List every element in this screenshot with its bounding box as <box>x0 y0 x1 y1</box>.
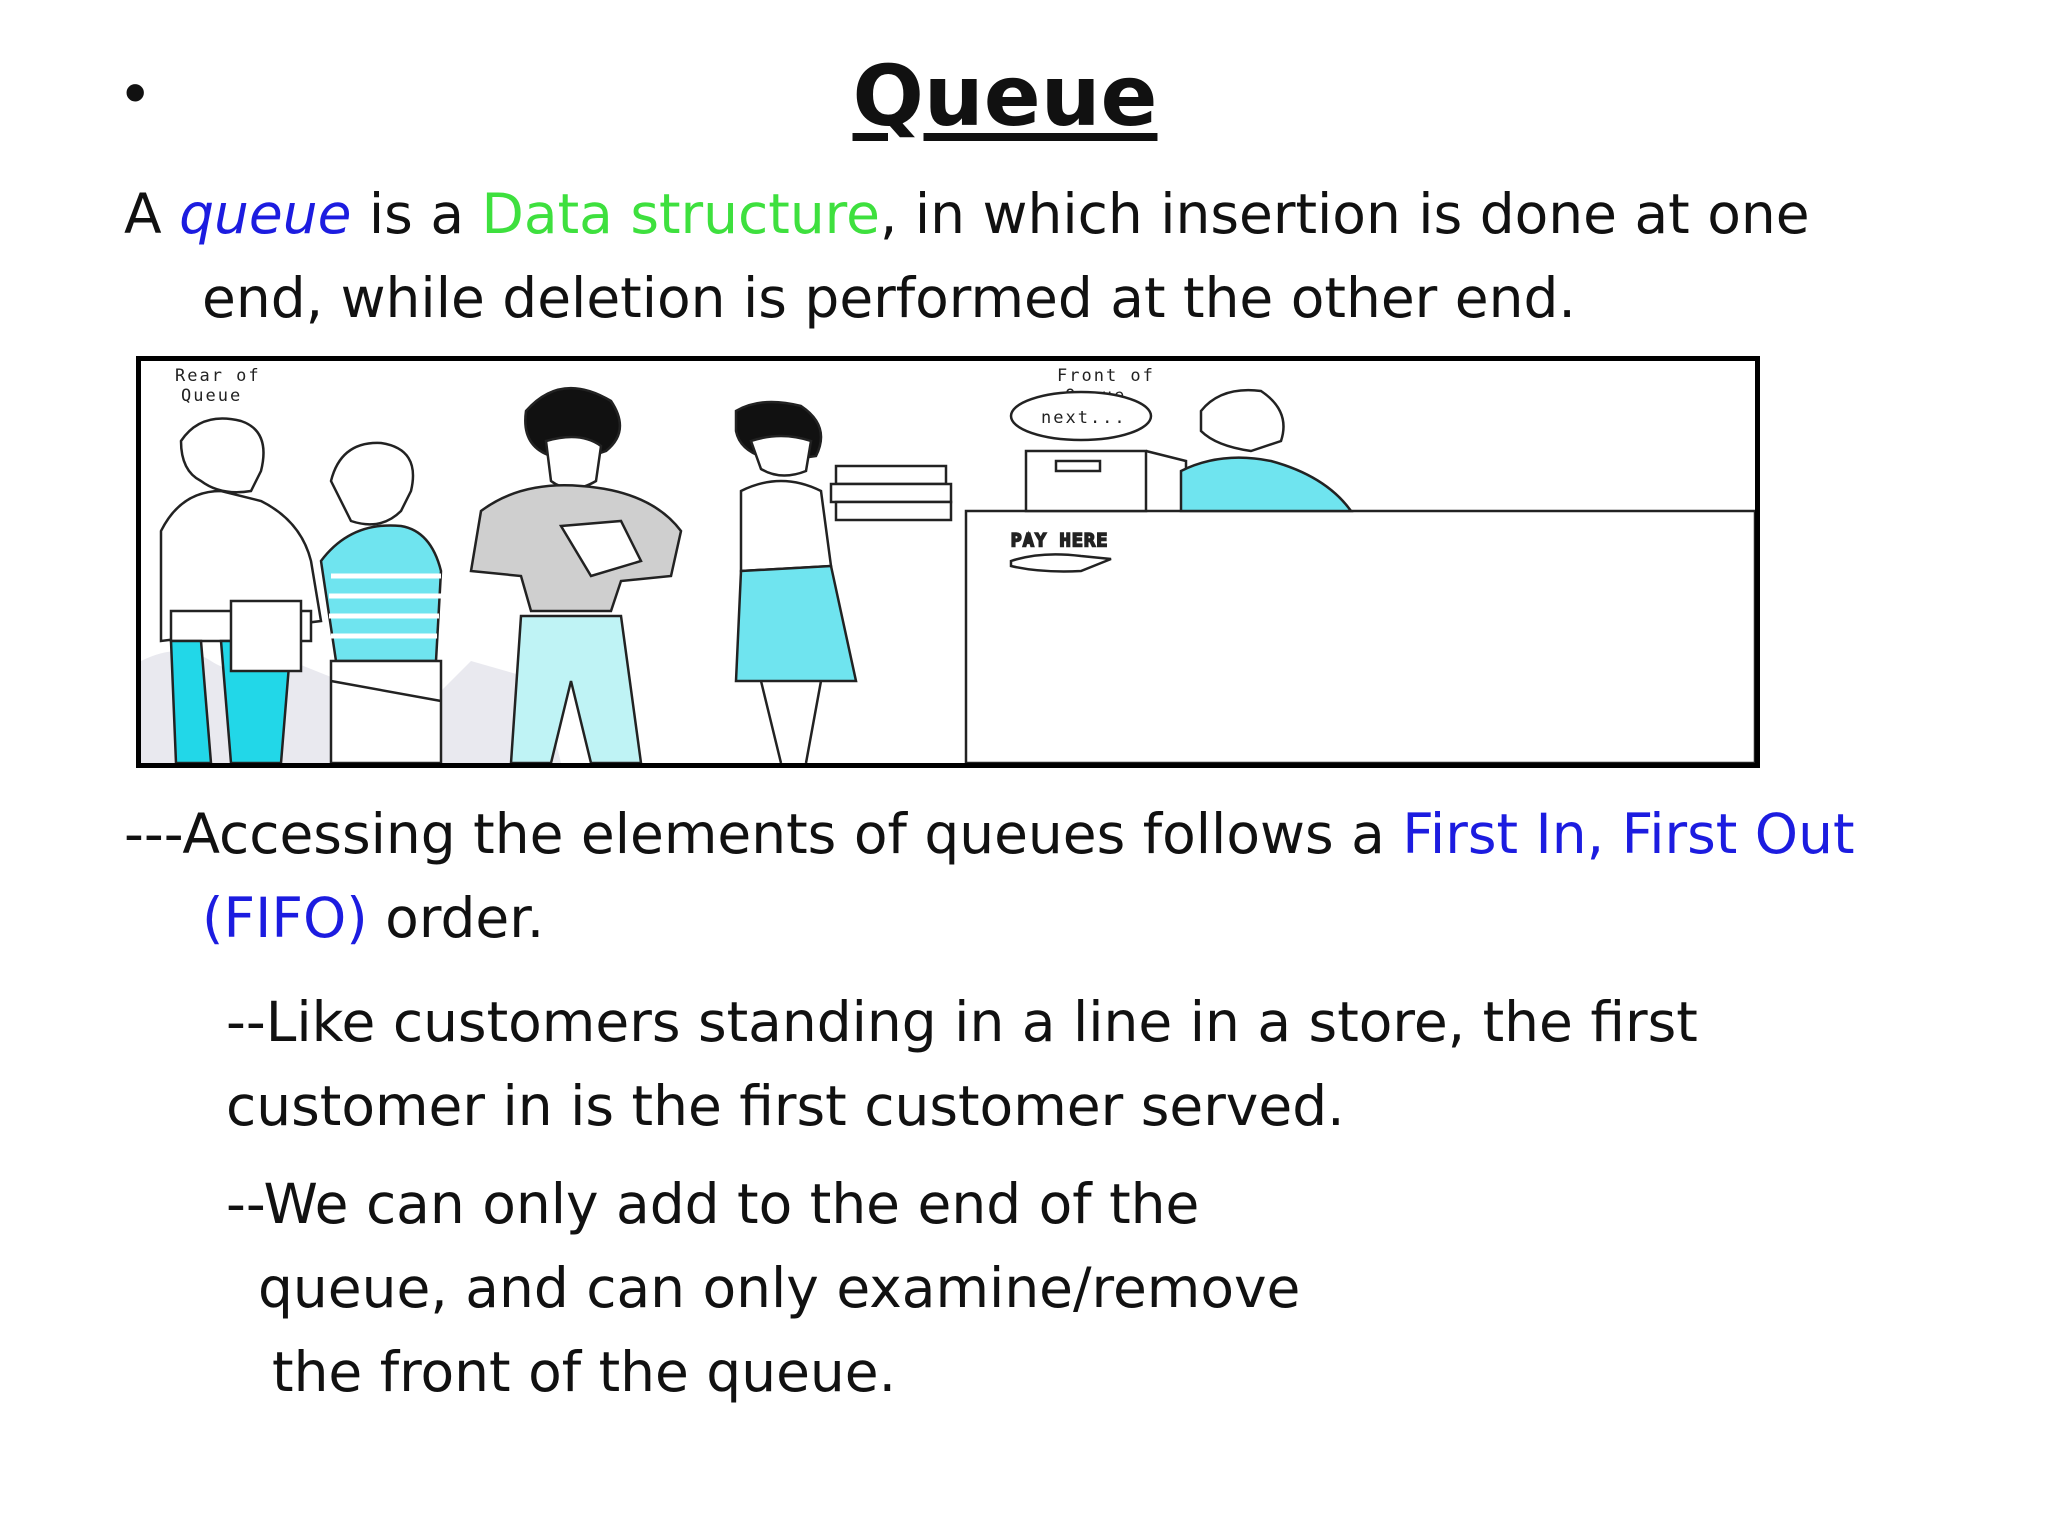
customer-analogy-paragraph: --Like customers standing in a line in a… <box>226 980 1826 1148</box>
rear-label-line-2: Queue <box>181 386 242 406</box>
definition-line-2: end, while deletion is performed at the … <box>202 266 1576 330</box>
customer-rear-man <box>159 417 323 763</box>
pay-here-sign: PAY HERE <box>1011 531 1109 551</box>
operations-line-1: --We can only add to the end of the <box>226 1172 1200 1236</box>
speech-text: next... <box>1041 408 1127 428</box>
definition-line-1: A queue is a Data structure, in which in… <box>124 172 1984 256</box>
fifo-term-part-1: First In, First Out <box>1402 802 1855 866</box>
fifo-text-a: ---Accessing the elements of queues foll… <box>124 802 1403 866</box>
queue-term: queue <box>179 182 352 246</box>
analogy-line-2: customer in is the first customer served… <box>226 1074 1345 1138</box>
bullet-marker: • <box>124 56 147 128</box>
queue-illustration: Rear of Queue Front of Queue <box>136 356 1760 768</box>
analogy-line-1: --Like customers standing in a line in a… <box>226 990 1698 1054</box>
fifo-text-b: order. <box>367 886 545 950</box>
operations-line-3: the front of the queue. <box>272 1340 897 1404</box>
customer-woman-books <box>734 400 953 763</box>
operations-line-2: queue, and can only examine/remove <box>258 1256 1301 1320</box>
queue-illustration-drawing: Rear of Queue Front of Queue <box>141 366 1755 763</box>
fifo-term-part-2: (FIFO) <box>202 886 368 950</box>
slide-title: Queue <box>852 47 1158 145</box>
customer-woman-striped <box>319 441 443 763</box>
cashier-woman <box>1179 389 1354 513</box>
customer-man-reading <box>469 386 683 763</box>
checkout-counter: PAY HERE <box>964 449 1755 763</box>
fifo-line-2: (FIFO) order. <box>124 876 1984 960</box>
speech-bubble: next... <box>1009 390 1153 442</box>
rear-label-line-1: Rear of <box>175 366 261 386</box>
fifo-paragraph: ---Accessing the elements of queues foll… <box>124 792 1984 960</box>
definition-text-b: is a <box>351 182 482 246</box>
definition-text-a: A <box>124 182 180 246</box>
front-label-line-1: Front of <box>1057 366 1155 386</box>
data-structure-term: Data structure <box>481 182 880 246</box>
definition-text-c: , in which insertion is done at one <box>879 182 1810 246</box>
operations-paragraph: --We can only add to the end of the queu… <box>226 1162 1626 1414</box>
definition-paragraph: A queue is a Data structure, in which in… <box>124 172 1984 340</box>
fifo-line-1: ---Accessing the elements of queues foll… <box>124 792 1984 876</box>
